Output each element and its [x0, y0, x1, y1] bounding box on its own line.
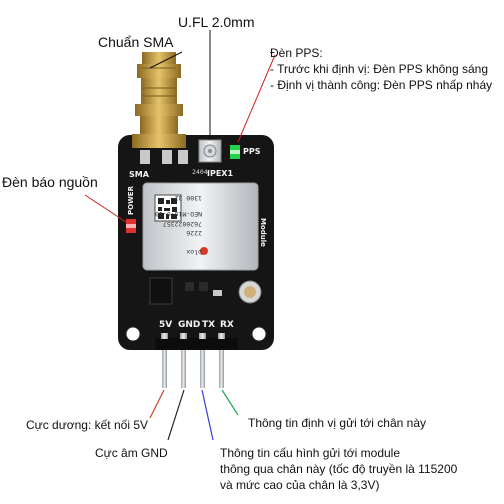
- pin-tx-line-1: Thông tin cấu hình gửi tới module: [220, 446, 401, 460]
- pps-description: Đèn PPS: - Trước khi định vị: Đèn PPS kh…: [270, 45, 492, 93]
- power-led-label: Đèn báo nguồn: [2, 174, 98, 190]
- sma-callout-line: [149, 51, 183, 69]
- ipex-code: 2404: [192, 168, 208, 176]
- silk-sma: SMA: [129, 170, 150, 179]
- gps-chip: [142, 182, 259, 271]
- power-callout-line: [84, 194, 127, 223]
- pps-line-2: - Định vị thành công: Đèn PPS nhấp nháy: [270, 78, 493, 92]
- arrow-gnd: [167, 389, 185, 441]
- arrow-rx: [221, 389, 239, 416]
- chip-text-2: 7620022357: [163, 220, 202, 228]
- pin-rx-description: Thông tin định vị gửi tới chân này: [248, 416, 427, 430]
- pin-tx-description: Thông tin cấu hình gửi tới module thông …: [220, 445, 457, 493]
- pps-title: Đèn PPS:: [270, 46, 323, 60]
- ufl-connector: [198, 139, 222, 163]
- ufl-label: U.FL 2.0mm: [178, 14, 255, 30]
- silk-power: POWER: [127, 185, 135, 215]
- pin-label-tx: TX: [202, 320, 215, 330]
- pin-gnd-description: Cực âm GND: [95, 446, 168, 460]
- sma-label: Chuẩn SMA: [98, 34, 174, 50]
- silk-pps: PPS: [243, 147, 261, 156]
- silk-ipex: IPEX1: [207, 169, 233, 178]
- pps-line-1: - Trước khi định vị: Đèn PPS không sáng: [270, 62, 489, 76]
- mounting-hole: [251, 326, 267, 342]
- pin-tx-line-3: và mức cao của chân là 3,3V): [220, 478, 380, 492]
- pin-label-rx: RX: [220, 320, 234, 330]
- pin-5v-description: Cực dương: kết nối 5V: [26, 418, 148, 432]
- chip-text-4: 1300 32: [175, 194, 202, 202]
- sma-connector: [132, 52, 186, 148]
- chip-brand: blox: [186, 248, 202, 256]
- pin-tx-line-2: thông qua chân này (tốc độ truyền là 115…: [220, 462, 458, 476]
- pin-label-gnd: GND: [178, 320, 200, 330]
- silk-module: Module: [259, 218, 267, 247]
- header-pins: [155, 333, 238, 388]
- arrow-5v: [149, 389, 165, 419]
- arrow-tx: [201, 389, 214, 441]
- backup-battery: [238, 280, 262, 304]
- chip-text-3: 2226: [186, 229, 202, 237]
- chip-text-1: NEO-M10-0-10: [155, 210, 202, 218]
- mounting-hole: [125, 326, 141, 342]
- pin-label-5v: 5V: [159, 320, 172, 330]
- pps-callout-line: [237, 54, 276, 143]
